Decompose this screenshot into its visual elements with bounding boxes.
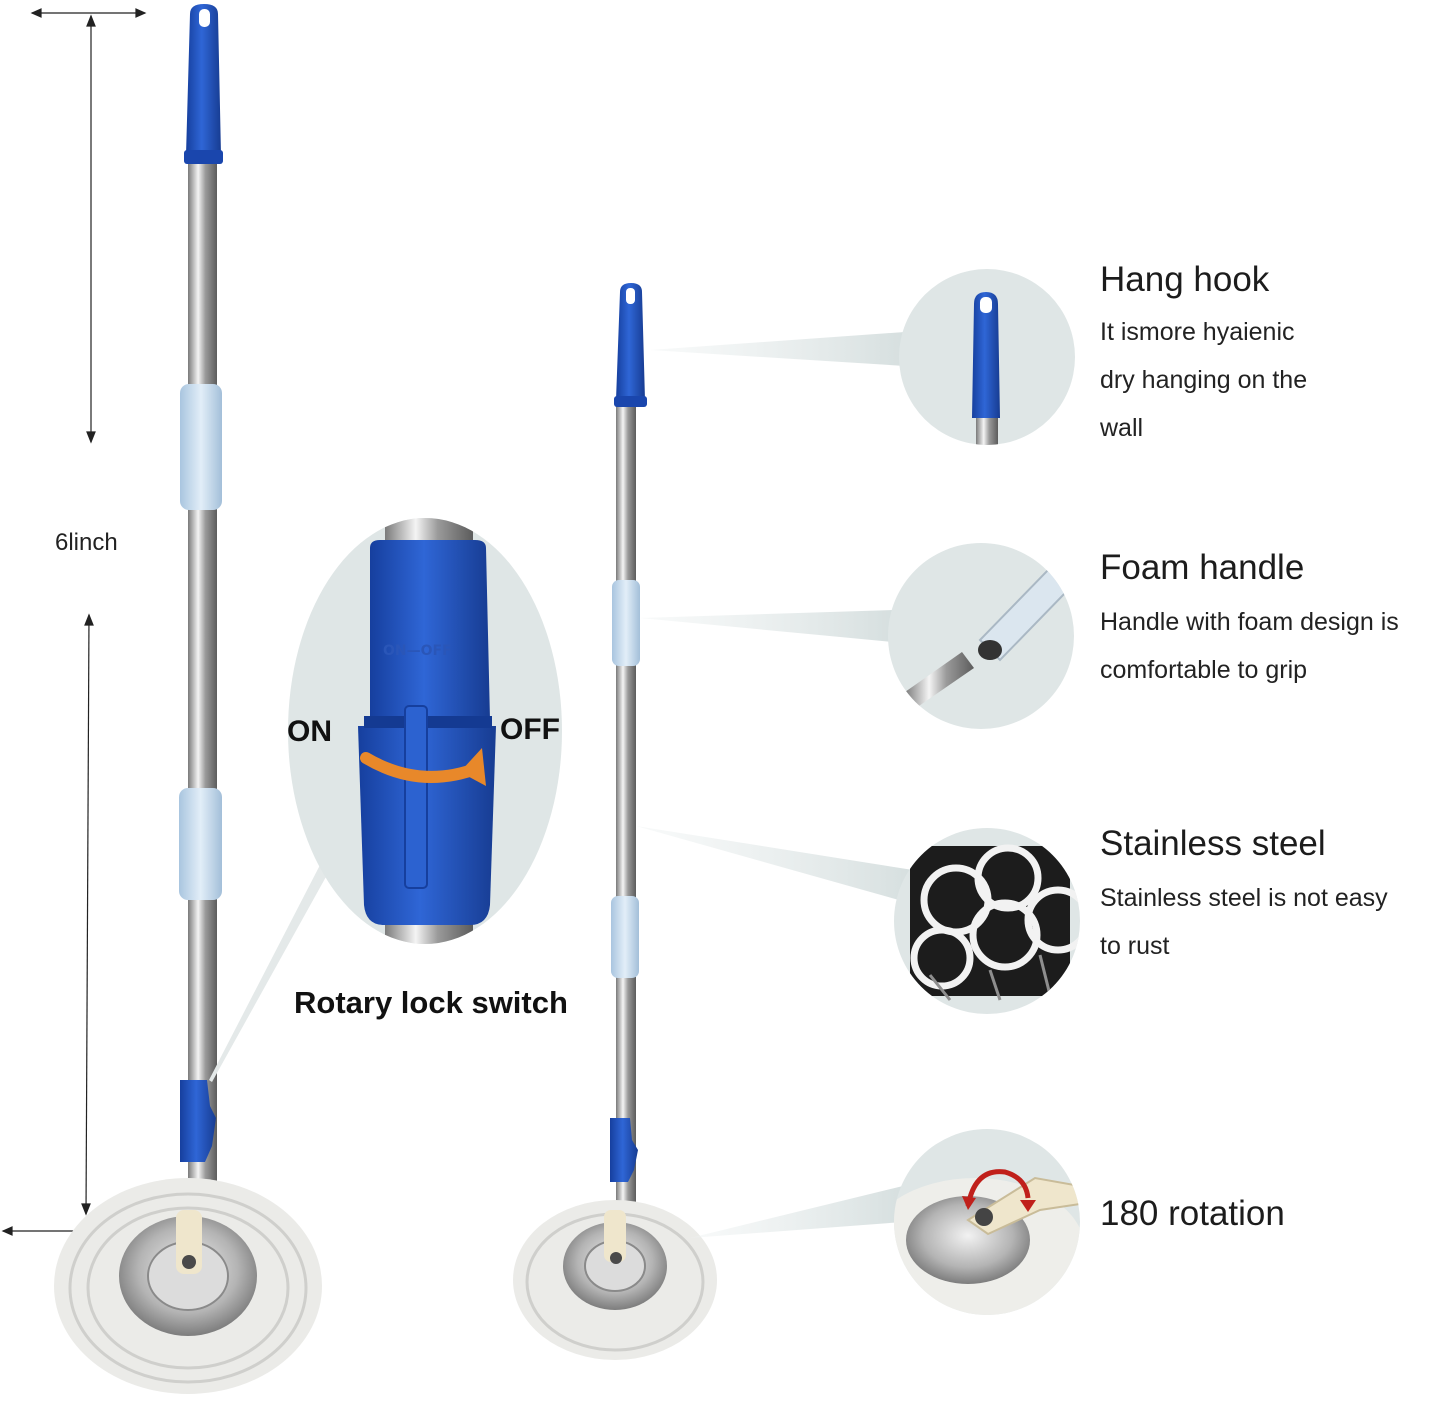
feature-description: Stainless steel is not easy to rust — [1100, 874, 1388, 970]
feature-line: wall — [1100, 414, 1144, 442]
feature-description: Handle with foam design is comfortable t… — [1100, 598, 1399, 694]
feature-line: It ismore hyaienic — [1100, 318, 1295, 346]
rotation-callout — [894, 1129, 1080, 1315]
feature-line: comfortable to grip — [1100, 656, 1308, 684]
feature-foam-handle: Foam handle Handle with foam design is c… — [1100, 548, 1399, 694]
feature-rotation: 180 rotation — [1100, 1194, 1285, 1234]
feature-title: Stainless steel — [1100, 824, 1326, 863]
feature-line: Handle with foam design is — [1100, 608, 1399, 636]
feature-line: Stainless steel is not easy — [1100, 884, 1388, 912]
middle-mop — [513, 283, 717, 1360]
callout-beams — [636, 332, 913, 1238]
rotary-switch-callout: ON—OFF — [209, 518, 562, 1082]
feature-line: to rust — [1100, 932, 1170, 960]
dimension-lines — [1, 8, 151, 1236]
feature-title: Hang hook — [1100, 260, 1270, 299]
dimension-label: 6linch — [55, 529, 118, 556]
switch-off-label: OFF — [500, 713, 560, 746]
switch-marking: ON—OFF — [383, 643, 452, 659]
feature-stainless-steel: Stainless steel Stainless steel is not e… — [1100, 824, 1388, 970]
foam-handle-callout — [888, 543, 1074, 729]
feature-line: dry hanging on the — [1100, 366, 1308, 394]
feature-hang-hook: Hang hook It ismore hyaienic dry hanging… — [1100, 260, 1307, 452]
feature-title: 180 rotation — [1100, 1194, 1285, 1233]
rotary-lock-caption: Rotary lock switch — [294, 985, 568, 1020]
hang-hook-callout — [899, 269, 1075, 445]
stainless-steel-callout — [894, 828, 1080, 1014]
feature-title: Foam handle — [1100, 548, 1305, 587]
switch-on-label: ON — [287, 715, 332, 748]
feature-description: It ismore hyaienic dry hanging on the wa… — [1100, 308, 1307, 452]
left-mop — [54, 4, 322, 1394]
